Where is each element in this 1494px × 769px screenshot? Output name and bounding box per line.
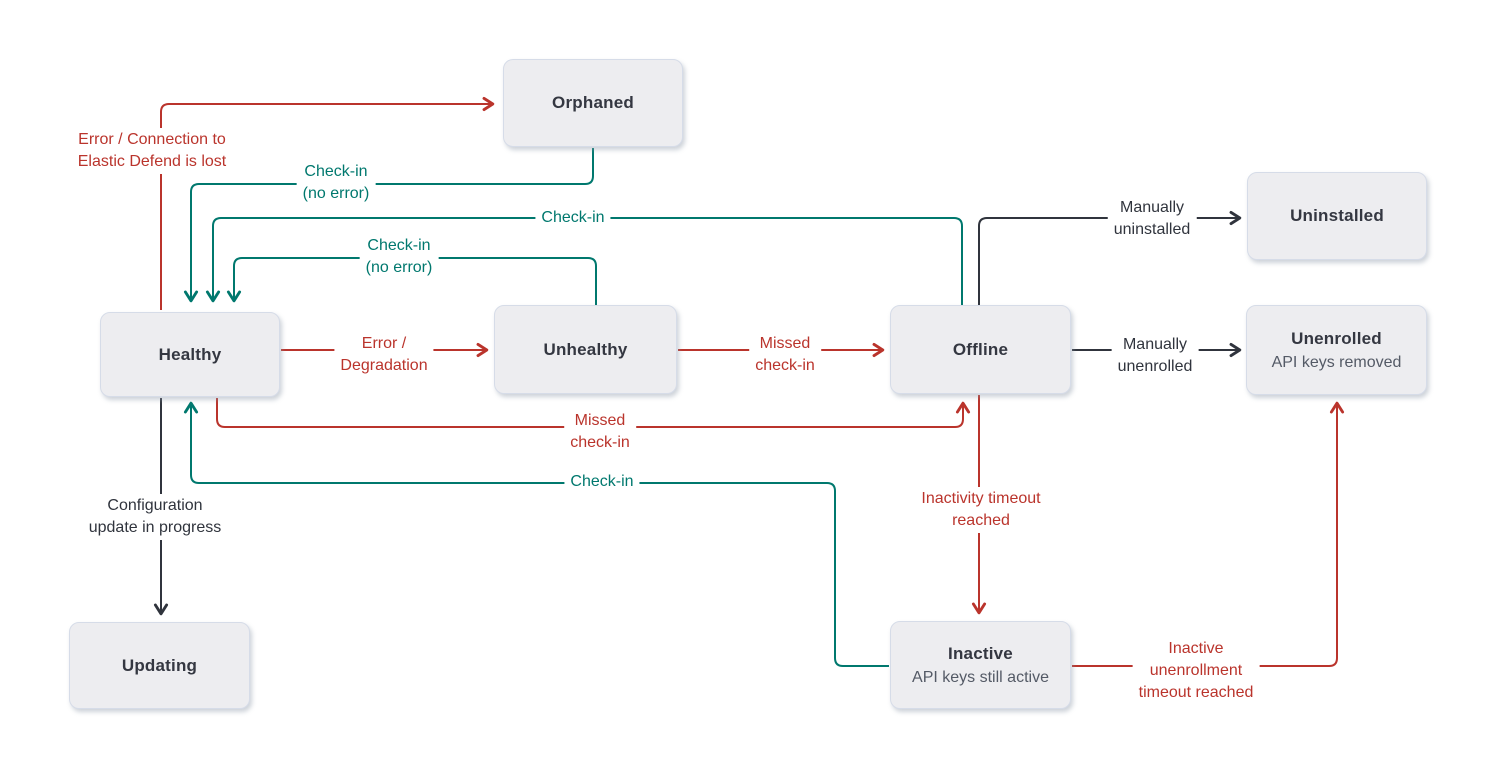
node-offline-label: Offline [952, 339, 1009, 359]
edge-label-error-degradation: Error / Degradation [334, 332, 434, 378]
edge-label-inactive-unenrollment-timeout: Inactive unenrollment timeout reached [1132, 637, 1260, 705]
node-inactive-subtitle: API keys still active [912, 668, 1049, 686]
edge-label-missed-checkin-unhealthy: Missed check-in [749, 332, 821, 378]
node-uninstalled: Uninstalled [1247, 172, 1427, 260]
edge-label-checkin-no-error-orphaned: Check-in (no error) [296, 160, 376, 206]
edge-label-inactivity-timeout: Inactivity timeout reached [915, 487, 1047, 533]
edge-label-error-connection-lost: Error / Connection to Elastic Defend is … [71, 128, 233, 174]
node-unenrolled-subtitle: API keys removed [1271, 353, 1402, 371]
edge-label-checkin-no-error-unhealthy: Check-in (no error) [359, 234, 439, 280]
edge-label-checkin-offline: Check-in [535, 206, 611, 230]
edge-label-configuration-update: Configuration update in progress [82, 494, 228, 540]
node-healthy-label: Healthy [158, 344, 222, 364]
edge-inactive-to-unenrolled [1072, 401, 1345, 667]
node-orphaned-label: Orphaned [552, 93, 634, 112]
node-unhealthy-label: Unhealthy [543, 339, 628, 359]
node-uninstalled-label: Uninstalled [1290, 206, 1384, 225]
edge-label-manually-uninstalled: Manually uninstalled [1107, 196, 1197, 242]
node-unenrolled: Unenrolled API keys removed [1246, 305, 1427, 395]
edge-label-manually-unenrolled: Manually unenrolled [1111, 333, 1199, 379]
edge-label-missed-checkin-healthy: Missed check-in [564, 409, 636, 455]
node-unenrolled-label: Unenrolled [1291, 328, 1382, 348]
node-updating: Updating [69, 622, 250, 709]
edge-inactive-to-healthy [183, 401, 889, 667]
edge-offline-to-healthy [205, 217, 963, 305]
edge-offline-to-uninstalled [978, 210, 1242, 305]
node-inactive-label: Inactive [948, 643, 1013, 663]
node-unhealthy: Unhealthy [494, 305, 677, 394]
edge-orphaned-to-healthy [183, 148, 594, 303]
node-updating-label: Updating [121, 655, 198, 675]
node-healthy: Healthy [100, 312, 280, 397]
node-offline: Offline [890, 305, 1071, 394]
node-orphaned: Orphaned [503, 59, 683, 147]
edge-healthy-to-orphaned [160, 96, 495, 310]
node-inactive: Inactive API keys still active [890, 621, 1071, 709]
edge-label-checkin-inactive: Check-in [564, 470, 640, 494]
